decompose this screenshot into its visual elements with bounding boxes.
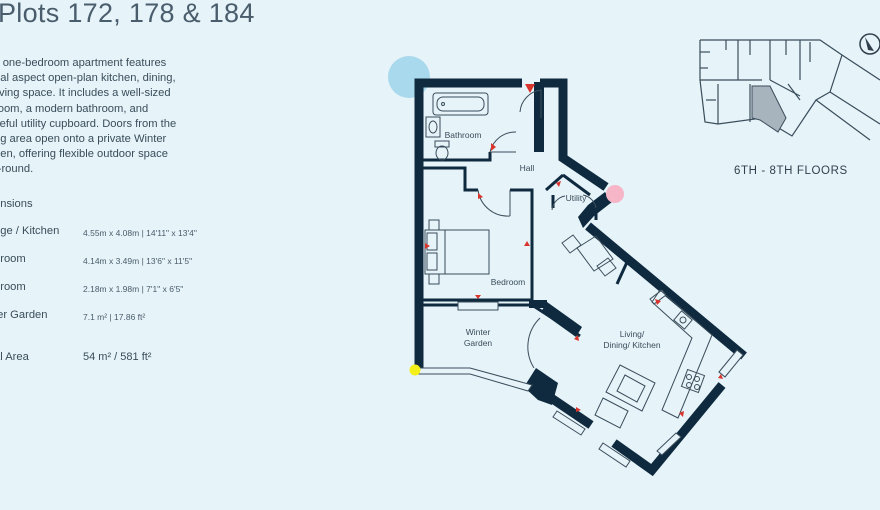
description-line: room, a modern bathroom, and bbox=[0, 102, 149, 115]
description-line: living space. It includes a well-sized bbox=[0, 87, 171, 100]
wall-block bbox=[541, 302, 582, 337]
sink-icon bbox=[673, 310, 693, 330]
windows bbox=[418, 289, 744, 468]
marker-blue bbox=[388, 56, 430, 98]
sofa-icon bbox=[605, 364, 656, 412]
bathtub-icon bbox=[432, 92, 489, 116]
outer-walls bbox=[414, 78, 747, 477]
marker-pink bbox=[606, 185, 624, 203]
dimension-value: 7.1 m² | 17.86 ft² bbox=[83, 312, 146, 322]
description-line: s one-bedroom apartment features bbox=[0, 57, 167, 69]
room-label-winter-garden: Winter bbox=[466, 327, 491, 337]
total-area-label: al Area bbox=[0, 351, 29, 363]
floor-plan: Bathroom Hall Utility Bedroom Winter Gar… bbox=[388, 56, 747, 477]
sink-icon bbox=[425, 116, 441, 138]
dimension-label: droom bbox=[0, 253, 26, 265]
dimension-label: hroom bbox=[0, 281, 26, 293]
toilet-icon bbox=[434, 140, 450, 161]
table-icon bbox=[561, 234, 617, 277]
room-label-utility: Utility bbox=[566, 193, 588, 203]
wall-block bbox=[529, 300, 547, 308]
room-label-living: Living/ bbox=[620, 329, 645, 339]
door-markers bbox=[425, 84, 723, 417]
description-line: r-round. bbox=[0, 163, 34, 176]
dimension-label: ter Garden bbox=[0, 309, 48, 321]
wall-block bbox=[534, 82, 544, 152]
page-title: Plots 172, 178 & 184 bbox=[0, 0, 255, 28]
wall-block bbox=[524, 368, 558, 405]
compass-north-icon bbox=[859, 33, 880, 55]
dimension-value: 2.18m x 1.98m | 7'1" x 6'5" bbox=[83, 284, 184, 294]
marker-yellow bbox=[409, 364, 421, 376]
description-line: ng area open onto a private Winter bbox=[0, 133, 167, 146]
room-label-hall: Hall bbox=[520, 163, 535, 173]
room-label-bathroom: Bathroom bbox=[445, 130, 482, 140]
highlighted-unit bbox=[751, 85, 787, 133]
bed-icon bbox=[424, 219, 490, 285]
dimension-label: nge / Kitchen bbox=[0, 225, 60, 237]
key-plan-caption: 6TH - 8TH FLOORS bbox=[734, 165, 848, 177]
total-area-value: 54 m² / 581 ft² bbox=[83, 351, 152, 363]
room-label-winter-garden: Garden bbox=[464, 338, 493, 348]
dimension-value: 4.14m x 3.49m | 13'6" x 11'5" bbox=[83, 256, 193, 266]
hob-icon bbox=[680, 368, 706, 394]
description-line: ual aspect open-plan kitchen, dining, bbox=[0, 72, 176, 85]
description-line: seful utility cupboard. Doors from the bbox=[0, 117, 177, 130]
description-line: den, offering flexible outdoor space bbox=[0, 148, 168, 161]
room-label-bedroom: Bedroom bbox=[491, 277, 526, 287]
description: s one-bedroom apartment features ual asp… bbox=[0, 56, 204, 178]
kitchen-counter bbox=[651, 289, 713, 419]
room-label-living: Dining/ Kitchen bbox=[603, 340, 660, 350]
key-plan bbox=[699, 33, 880, 141]
dimensions-heading: ensions bbox=[0, 198, 33, 210]
dimension-value: 4.55m x 4.08m | 14'11" x 13'4" bbox=[83, 228, 197, 238]
coffee-table bbox=[594, 397, 629, 429]
